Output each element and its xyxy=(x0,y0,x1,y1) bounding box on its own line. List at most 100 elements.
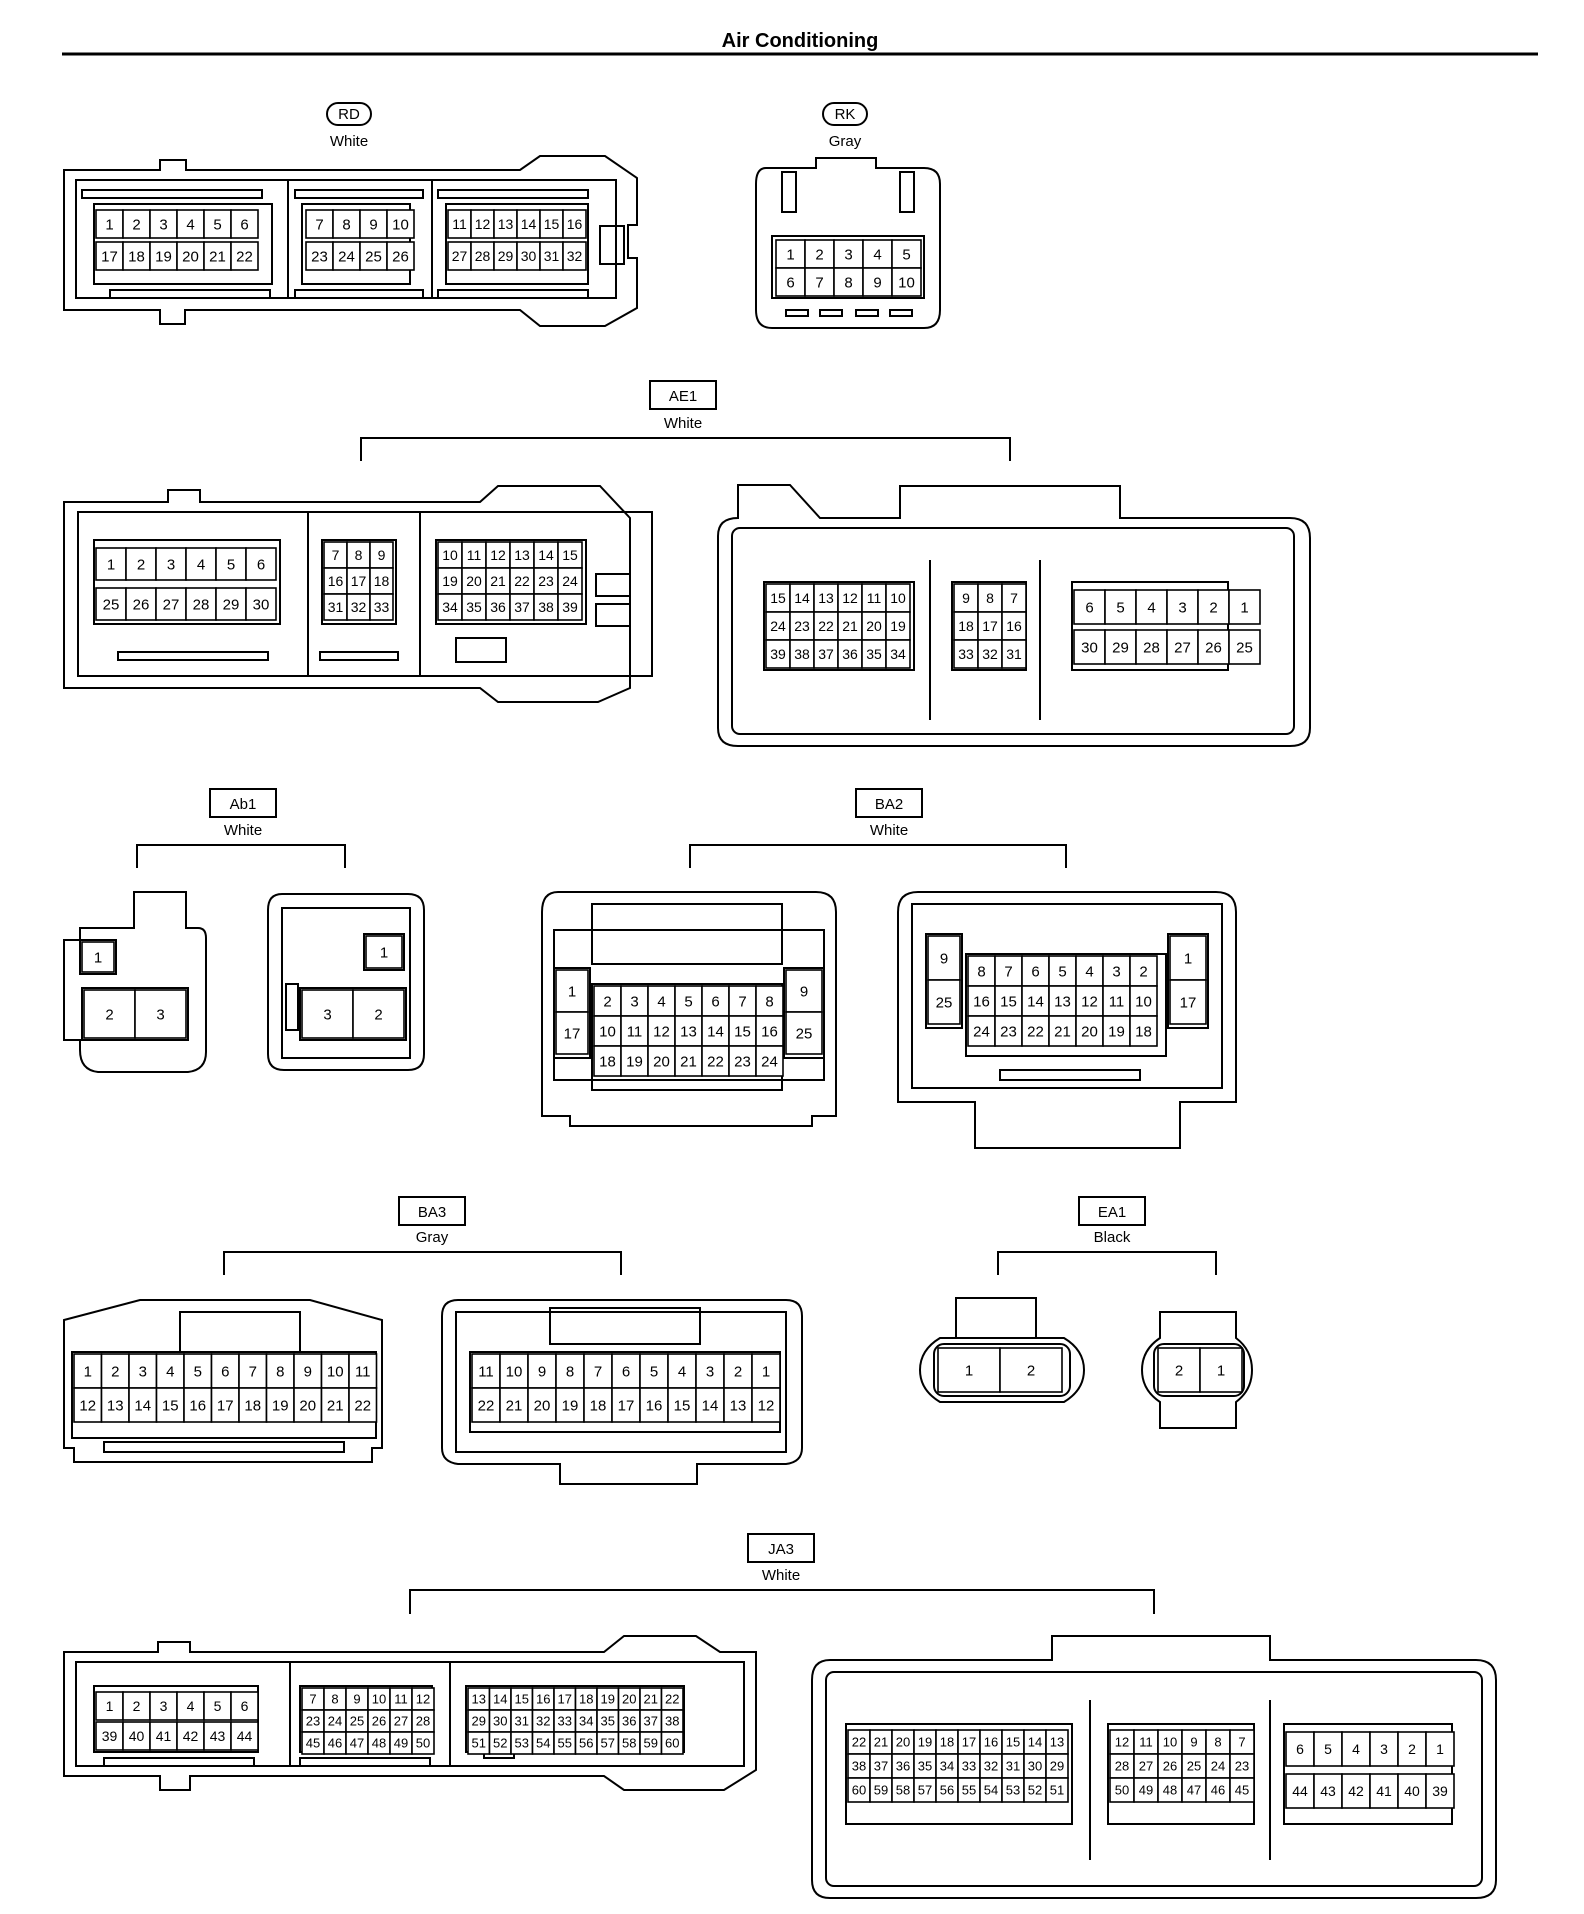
code-oval xyxy=(326,102,372,126)
pin-ba3-2: 2 xyxy=(723,1353,753,1389)
pin-rk-10: 10 xyxy=(891,267,922,297)
pin-cell xyxy=(1075,1015,1104,1047)
pin-cell xyxy=(332,241,361,271)
pin-cell xyxy=(1181,1777,1207,1803)
pin-ba2-15: 15 xyxy=(994,985,1023,1017)
pin-cell xyxy=(765,639,791,669)
pin-label: 41 xyxy=(156,1728,172,1744)
pin-ae1-21: 21 xyxy=(837,611,863,641)
pin-ba3-10: 10 xyxy=(499,1353,529,1389)
pin-ja3-42: 42 xyxy=(1341,1773,1371,1809)
pin-ae1-28: 28 xyxy=(1135,629,1168,665)
pin-ja3-4: 4 xyxy=(176,1691,205,1721)
pin-rd-11: 11 xyxy=(447,209,472,239)
pin-ja3-58: 58 xyxy=(617,1731,641,1755)
pin-cell xyxy=(1133,1777,1159,1803)
pin-label: 1 xyxy=(1184,950,1192,967)
pin-cell xyxy=(660,1731,684,1755)
pin-cell xyxy=(999,1347,1063,1393)
pin-label: 52 xyxy=(493,1736,507,1751)
color-ae1: White xyxy=(664,415,702,432)
pin-label: 28 xyxy=(416,1714,430,1729)
pin-label: 28 xyxy=(193,596,210,613)
pin-label: 24 xyxy=(770,618,786,634)
pin-ja3-46: 46 xyxy=(323,1731,347,1755)
pin-ba3-11: 11 xyxy=(348,1353,378,1389)
pin-ja3-59: 59 xyxy=(639,1731,663,1755)
pin-ba3-13: 13 xyxy=(723,1387,753,1423)
pin-rd-8: 8 xyxy=(332,209,361,239)
pin-label: 32 xyxy=(984,1759,998,1774)
pin-ja3-41: 41 xyxy=(1369,1773,1399,1809)
pin-label: 1 xyxy=(1436,1741,1444,1757)
pin-label: 13 xyxy=(107,1397,124,1414)
pin-label: 22 xyxy=(852,1735,866,1750)
pin-label: 22 xyxy=(354,1397,371,1414)
pin-ae1-2: 2 xyxy=(125,547,157,581)
pin-label: 18 xyxy=(1135,1023,1152,1040)
pin-label: 19 xyxy=(272,1397,289,1414)
pin-label: 21 xyxy=(874,1735,888,1750)
pin-label: 17 xyxy=(217,1397,234,1414)
label-rd: RD White xyxy=(326,102,372,150)
pin-label: 19 xyxy=(562,1397,579,1414)
pin-label: 22 xyxy=(665,1692,679,1707)
pin-label: 8 xyxy=(566,1363,574,1380)
pin-label: 7 xyxy=(315,216,323,233)
pin-cell xyxy=(1135,589,1168,625)
pin-cell xyxy=(348,1353,378,1389)
pin-ja3-42: 42 xyxy=(176,1721,205,1751)
pin-label: 3 xyxy=(844,246,852,263)
pin-ba2-10: 10 xyxy=(593,1015,622,1047)
label-ab1: Ab1 White xyxy=(136,788,346,868)
pin-label: 13 xyxy=(472,1692,486,1707)
pin-label: 53 xyxy=(1006,1783,1020,1798)
pin-cell xyxy=(149,1721,178,1751)
pin-ja3-18: 18 xyxy=(935,1729,959,1755)
pin-cell xyxy=(1229,1729,1255,1755)
pin-cell xyxy=(95,209,124,239)
code-rd: RD xyxy=(338,106,360,123)
pin-rd-24: 24 xyxy=(332,241,361,271)
pin-label: 1 xyxy=(84,1363,92,1380)
pin-label: 26 xyxy=(392,248,409,265)
pin-cell xyxy=(927,979,961,1025)
pin-label: 23 xyxy=(1000,1023,1017,1040)
pin-label: 18 xyxy=(244,1397,261,1414)
pin-ja3-2: 2 xyxy=(122,1691,151,1721)
pin-ja3-37: 37 xyxy=(639,1709,663,1733)
pin-label: 57 xyxy=(601,1736,615,1751)
pin-label: 6 xyxy=(1085,599,1093,616)
pin-cell xyxy=(305,209,334,239)
pin-rk-9: 9 xyxy=(862,267,893,297)
pin-ja3-34: 34 xyxy=(935,1753,959,1779)
pin-cell xyxy=(149,1691,178,1721)
pin-ae1-10: 10 xyxy=(885,583,911,613)
pin-ae1-3: 3 xyxy=(1166,589,1199,625)
pin-ae1-39: 39 xyxy=(557,593,583,621)
color-rd: White xyxy=(330,133,368,150)
pin-cell xyxy=(977,639,1003,669)
pin-cell xyxy=(365,935,403,969)
pin-ja3-3: 3 xyxy=(1369,1731,1399,1767)
pin-cell xyxy=(352,989,405,1039)
pin-label: 22 xyxy=(1027,1023,1044,1040)
pin-ae1-6: 6 xyxy=(245,547,277,581)
pin-label: 9 xyxy=(940,950,948,967)
pin-label: 12 xyxy=(475,216,491,232)
pin-label: 6 xyxy=(786,274,794,291)
pin-cell xyxy=(728,985,757,1017)
pin-ae1-29: 29 xyxy=(1104,629,1137,665)
pin-ba3-22: 22 xyxy=(471,1387,501,1423)
pin-label: 4 xyxy=(187,1698,195,1714)
pin-ae1-31: 31 xyxy=(1001,639,1027,669)
pin-ba2-18: 18 xyxy=(593,1045,622,1077)
pin-label: 3 xyxy=(156,1006,164,1023)
pin-ae1-9: 9 xyxy=(953,583,979,613)
pin-label: 10 xyxy=(1135,993,1152,1010)
pin-ba2-14: 14 xyxy=(701,1015,730,1047)
pin-ae1-27: 27 xyxy=(155,587,187,621)
pin-ja3-40: 40 xyxy=(122,1721,151,1751)
color-ea1: Black xyxy=(1094,1229,1131,1246)
